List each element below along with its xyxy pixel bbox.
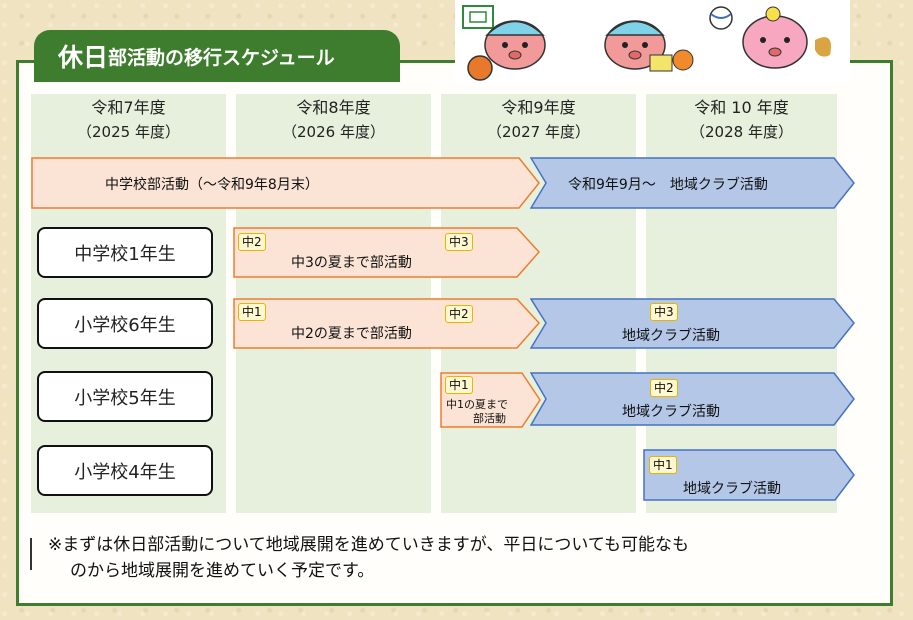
g1-club-text: 中3の夏まで部活動 [291, 255, 412, 271]
g5-community-text: 地域クラブ活動 [622, 404, 720, 420]
footnote-line: のから地域展開を進めていく予定です。 [70, 561, 375, 581]
year-sub: （2027 年度） [487, 123, 590, 141]
club-activity-label: 中学校部活動（～令和9年8月末） [105, 177, 319, 193]
year-header: 令和8年度 （2026 年度） [236, 96, 431, 148]
year-sub: （2025 年度） [77, 123, 180, 141]
mascot-icon [462, 5, 831, 81]
community-club-label: 令和9年9月～ 地域クラブ活動 [568, 177, 768, 193]
mascot-illustrations [455, 0, 850, 82]
footnote: ※まずは休日部活動について地域展開を進めていきますが、平日についても可能なも の… [48, 532, 848, 584]
year-label: 令和7年度 [91, 98, 166, 117]
grade-tag: 中3 [445, 233, 473, 251]
year-header: 令和9年度 （2027 年度） [441, 96, 636, 148]
g6-community-arrow: 中3 地域クラブ活動 [530, 298, 856, 349]
grade-tag: 中1 [649, 456, 677, 474]
grade-tag: 中2 [650, 379, 678, 397]
grade-tag: 中3 [650, 303, 678, 321]
grade-tag: 中1 [238, 303, 266, 321]
g6-club-arrow: 中1 中2 中2の夏まで部活動 [233, 298, 541, 349]
grade-label: 小学校6年生 [37, 298, 213, 349]
g1-club-arrow: 中2 中3 中3の夏まで部活動 [233, 227, 541, 278]
g6-club-text: 中2の夏まで部活動 [291, 326, 412, 342]
year-header: 令和7年度 （2025 年度） [31, 96, 226, 148]
page-title: 休日 部活動の移行スケジュール [34, 30, 400, 82]
g4-community-text: 地域クラブ活動 [683, 481, 781, 497]
g5-community-arrow: 中2 地域クラブ活動 [530, 372, 856, 426]
grade-label: 小学校4年生 [37, 445, 213, 496]
g5-club-text: 部活動 [473, 412, 506, 425]
g5-club-text: 中1の夏まで [446, 398, 508, 411]
year-label: 令和8年度 [296, 98, 371, 117]
title-rest: 部活動の移行スケジュール [108, 46, 335, 69]
title-main: 休日 [58, 43, 109, 72]
g6-community-text: 地域クラブ活動 [622, 328, 720, 344]
grade-tag: 中1 [445, 376, 473, 394]
grade-tag: 中2 [238, 233, 266, 251]
footnote-line: ※まずは休日部活動について地域展開を進めていきますが、平日についても可能なも [48, 535, 690, 555]
year-sub: （2028 年度） [690, 123, 793, 141]
community-club-arrow: 令和9年9月～ 地域クラブ活動 [530, 157, 856, 209]
grade-tag: 中2 [445, 305, 473, 323]
grade-label: 中学校1年生 [37, 227, 213, 278]
year-header: 令和 10 年度 （2028 年度） [646, 96, 837, 148]
grade-label: 小学校5年生 [37, 371, 213, 422]
year-sub: （2026 年度） [282, 123, 385, 141]
g4-community-arrow: 中1 地域クラブ活動 [643, 449, 856, 501]
g5-club-arrow: 中1 中1の夏まで 部活動 [440, 372, 542, 428]
year-label: 令和 10 年度 [694, 98, 789, 117]
note-bar [30, 538, 32, 570]
year-label: 令和9年度 [501, 98, 576, 117]
club-activity-arrow: 中学校部活動（～令和9年8月末） [31, 157, 541, 209]
